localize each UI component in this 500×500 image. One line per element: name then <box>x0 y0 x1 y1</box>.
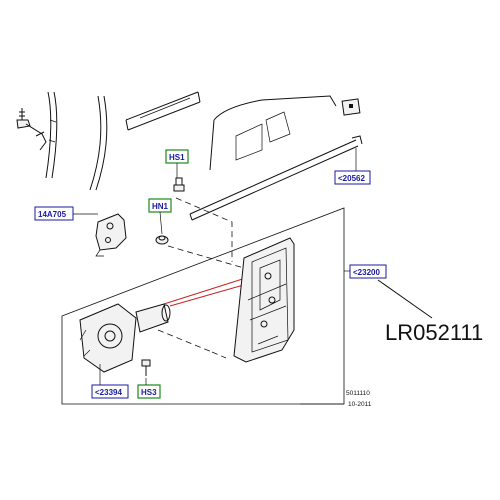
callout-hs1[interactable]: HS1 <box>165 149 189 178</box>
callout-hs3-label: HS3 <box>141 388 157 397</box>
door-seal-strip-left <box>45 91 58 179</box>
screw-hs1-part <box>173 177 185 192</box>
screw-hs3-part <box>141 359 151 376</box>
callout-23394-label: <23394 <box>95 388 122 397</box>
part-number-leader-line <box>377 279 433 319</box>
reference-date: 10-2011 <box>348 401 372 408</box>
nut-hn1-part <box>155 235 169 245</box>
door-glass-part <box>209 95 337 171</box>
red-leader-lines <box>163 275 255 307</box>
door-channel-strip <box>89 95 108 191</box>
bracket-14a705-part <box>95 213 127 257</box>
callout-23394[interactable]: <23394 <box>91 364 129 399</box>
callout-20562-label: <20562 <box>338 174 365 183</box>
callout-20562[interactable]: <20562 <box>334 148 371 185</box>
callout-14a705-label: 14A705 <box>38 210 67 219</box>
callout-hn1-label: HN1 <box>152 202 169 211</box>
belt-moulding-upper <box>125 91 201 131</box>
callout-14a705[interactable]: 14A705 <box>34 206 98 221</box>
regulator-assembly-frame <box>61 207 345 405</box>
window-motor-part <box>79 303 171 373</box>
bolt-part-left <box>16 108 47 151</box>
callout-hs3[interactable]: HS3 <box>137 378 161 399</box>
callout-23200-label: <23200 <box>353 268 380 277</box>
callout-hn1[interactable]: HN1 <box>148 198 172 235</box>
window-regulator-part <box>233 237 295 363</box>
part-number-label: LR052111 <box>385 320 483 345</box>
reference-code: 5011110 <box>346 390 370 397</box>
outer-weatherstrip-part <box>189 135 363 221</box>
explosion-guide-lines <box>157 197 245 359</box>
callout-hs1-label: HS1 <box>169 153 185 162</box>
callout-23200[interactable]: <23200 <box>344 264 387 279</box>
clip-part-icon <box>341 98 361 116</box>
